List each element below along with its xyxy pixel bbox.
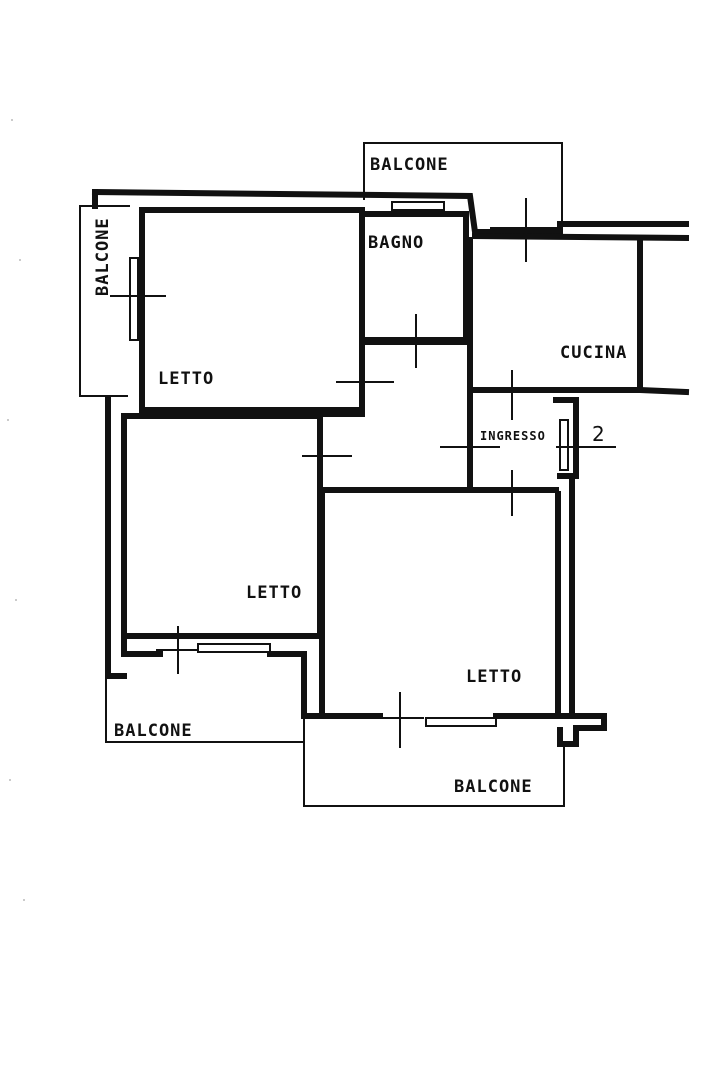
balcone-bottom-right-outline — [303, 742, 565, 807]
room-label-ingresso: INGRESSO — [480, 429, 546, 443]
room-label-bagno: BAGNO — [368, 233, 424, 253]
room-label-balcone-top: BALCONE — [370, 155, 449, 175]
balcone-bottom-left-outline — [105, 676, 305, 743]
room-label-balcone-left: BALCONE — [93, 217, 113, 296]
door-markers — [110, 198, 616, 748]
room-label-balcone-bottom-left: BALCONE — [114, 721, 193, 741]
section-marker: 2 — [592, 422, 605, 446]
room-label-letto-2: LETTO — [246, 583, 302, 603]
room-label-letto-3: LETTO — [466, 667, 522, 687]
balcone-left-outline — [79, 205, 130, 397]
balcone-top-outline — [363, 142, 563, 222]
windows — [129, 201, 569, 727]
scan-noise — [7, 119, 25, 901]
room-label-cucina: CUCINA — [560, 343, 627, 363]
room-label-balcone-bottom-right: BALCONE — [454, 777, 533, 797]
walls — [91, 188, 690, 747]
room-label-letto-1: LETTO — [158, 369, 214, 389]
